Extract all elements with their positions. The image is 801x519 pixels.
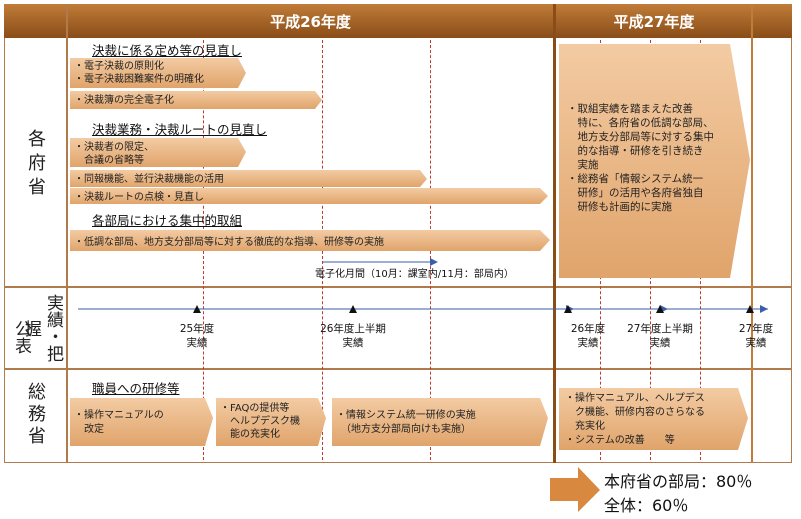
right-top-line-8: 研修も計画的に実施	[567, 201, 672, 213]
milestone-marker-4	[656, 305, 664, 313]
bar-approver-limit: ・決裁者の限定、 合議の省略等	[70, 139, 168, 169]
right-bottom-line-2: ク機能、研修内容のさらなる	[565, 407, 705, 418]
milestone-marker-3	[564, 305, 572, 313]
bar-unified-training: ・情報システム統一研修の実施 （地方支分部局向けも実施）	[332, 407, 490, 439]
bar-electronic-line-1: ・電子決裁の原則化	[74, 61, 164, 72]
heading-focus: 各部局における集中的取組	[92, 213, 243, 228]
month-label: 電子化月間（10月：課室内/11月：部局内）	[315, 269, 514, 280]
bar-shape-1	[70, 58, 246, 88]
header-year26: 平成26年度	[67, 4, 554, 38]
target-arrow-shape	[550, 467, 600, 512]
milestone-2-line-2: 実績	[342, 337, 364, 349]
bar-unified-training-line-1: ・情報システム統一研修の実施	[336, 410, 476, 421]
target-line-1: 本府省の部局：80％	[604, 472, 753, 491]
bar-route-check: ・決裁ルートの点検・見直し	[74, 192, 204, 203]
bar-shape-int-2	[216, 398, 326, 446]
bar-faq: ・FAQの提供等 ヘルプデスク機 能の充実化	[216, 400, 314, 443]
bar-shape-int-3	[332, 398, 548, 446]
milestone-label-1: 25年度 実績	[172, 322, 222, 350]
right-bottom-text: ・操作マニュアル、ヘルプデス ク機能、研修内容のさらなる 充実化 ・システムの改…	[561, 390, 719, 450]
bar-shape-right-top	[559, 44, 750, 278]
bar-faq-line-2: ヘルプデスク機	[220, 416, 300, 427]
bar-unified-training-line-2: （地方支分部局向けも実施）	[336, 424, 471, 435]
header-left-cap	[4, 4, 66, 38]
bar-manual: ・操作マニュアルの 改定	[70, 407, 178, 439]
milestone-4-line-2: 実績	[649, 337, 671, 349]
milestone-label-4: 27年度上半期 実績	[620, 322, 700, 350]
bar-manual-line-2: 改定	[74, 424, 104, 435]
header-right-cap	[753, 4, 792, 38]
bar-faq-line-3: 能の充実化	[220, 429, 280, 440]
bar-shape-2	[70, 91, 322, 109]
right-top-line-3: 地方支分部局等に対する集中	[567, 131, 714, 143]
right-top-line-5: 実施	[567, 159, 599, 171]
milestone-5-line-2: 実績	[745, 337, 767, 349]
milestone-2-line-1: 26年度上半期	[320, 323, 386, 335]
milestone-3-line-1: 26年度	[570, 323, 606, 335]
target-line-2: 全体：60％	[604, 496, 689, 515]
bar-shape-4	[70, 170, 427, 187]
right-top-line-1: ・取組実績を踏まえた改善	[567, 103, 693, 115]
right-top-line-6: ・総務省「情報システム統一	[567, 173, 704, 185]
milestone-marker-2	[349, 305, 357, 313]
milestone-label-2: 26年度上半期 実績	[313, 322, 393, 350]
bar-faq-line-1: ・FAQの提供等	[220, 403, 290, 414]
col-divider-labels	[66, 4, 68, 463]
bar-shape-5	[70, 188, 548, 204]
bar-guidance: ・低調な部局、地方支分部局等に対する徹底的な指導、研修等の実施	[74, 237, 384, 248]
bar-electronic-line-2: ・電子決裁困難案件の明確化	[74, 74, 204, 85]
bar-ledger: ・決裁簿の完全電子化	[74, 95, 174, 106]
milestone-label-5: 27年度 実績	[728, 322, 784, 350]
milestone-4-line-1: 27年度上半期	[627, 323, 693, 335]
row-label-internal: 総務省	[25, 382, 46, 448]
bar-manual-line-1: ・操作マニュアルの	[74, 410, 164, 421]
milestone-label-3: 26年度 実績	[560, 322, 616, 350]
header-year27: 平成27年度	[556, 4, 752, 38]
milestone-5-line-1: 27年度	[738, 323, 774, 335]
heading-training: 職員への研修等	[92, 381, 180, 396]
bar-shape-6	[70, 230, 550, 251]
bar-shape-int-1	[70, 398, 213, 446]
row-label-perf-b: 公表	[11, 320, 31, 354]
heading-route-review: 決裁業務・決裁ルートの見直し	[92, 122, 268, 137]
row-divider-2	[4, 368, 792, 370]
right-top-line-7: 研修」の活用や各府省独自	[567, 187, 704, 199]
col-divider-year27	[553, 4, 556, 463]
right-top-line-4: 的な指導・研修を引き続き	[567, 145, 704, 157]
row-label-ministries: 各府省	[25, 129, 46, 201]
bar-shape-3	[70, 138, 246, 167]
row-divider-1	[4, 286, 792, 288]
milestone-3-line-2: 実績	[577, 337, 599, 349]
bar-approver-limit-line-2: 合議の省略等	[74, 155, 144, 166]
right-bottom-line-1: ・操作マニュアル、ヘルプデス	[565, 393, 705, 404]
milestone-marker-1	[193, 305, 201, 313]
bar-approver-limit-line-1: ・決裁者の限定、	[74, 142, 154, 153]
right-bottom-line-3: 充実化	[565, 421, 605, 432]
right-bottom-line-4: ・システムの改善 等	[565, 435, 675, 446]
bar-parallel: ・同報機能、並行決裁機能の活用	[74, 174, 224, 185]
milestone-1-line-2: 実績	[186, 337, 208, 349]
heading-rules-review: 決裁に係る定め等の見直し	[92, 43, 243, 58]
bar-shape-right-bottom	[559, 388, 748, 450]
milestone-marker-5	[746, 305, 754, 313]
col-divider-right	[751, 4, 753, 463]
perf-arrow-head-3	[760, 305, 768, 313]
bar-electronic: ・電子決裁の原則化 ・電子決裁困難案件の明確化	[70, 58, 218, 88]
month-arrow-head	[430, 258, 438, 266]
right-top-text: ・取組実績を踏まえた改善 特に、各府省の低調な部局、 地方支分部局等に対する集中…	[563, 100, 728, 216]
right-top-line-2: 特に、各府省の低調な部局、	[567, 117, 714, 129]
milestone-1-line-1: 25年度	[179, 323, 215, 335]
